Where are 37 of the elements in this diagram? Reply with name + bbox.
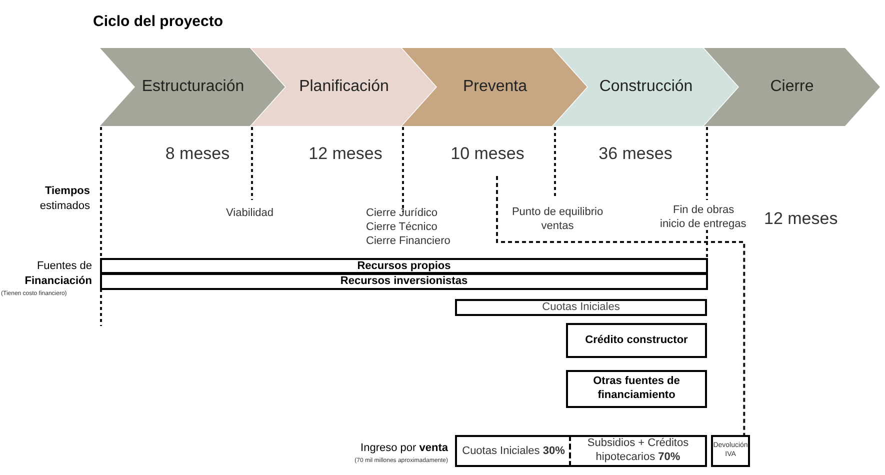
annotation-text: Cierre Técnico [366,220,438,235]
annotation-text: Fuentes de Financiación [24,259,92,289]
annotation-text: Fin de obras [673,203,734,217]
stage-label: Planificación [299,77,389,97]
box-label: Recursos propios [357,258,451,274]
funding-box [455,435,570,467]
annotation-text: inicio de entregas [660,217,746,231]
annotation-text: Punto de equilibrio ventas [510,205,604,233]
box-label: Cuotas Iniciales 30% [462,444,565,459]
funding-bar [100,273,708,290]
funding-box [569,435,707,467]
annotation-text: 10 meses [450,143,526,165]
box-label: Otras fuentes de financiamiento [592,375,681,403]
annotation-text: Cierre Jurídico [366,206,438,221]
annotation-text: 12 meses [764,208,838,230]
box-label: Recursos inversionistas [340,274,468,290]
stage-label: Construcción [599,77,693,97]
diagram-title: Ciclo del proyecto [93,12,224,32]
annotation-text: 12 meses [308,143,384,165]
funding-bar [455,299,707,316]
stage-label: Estructuración [142,77,244,97]
box-label: Crédito constructor [585,333,688,348]
funding-bar [100,258,708,274]
box-label: Cuotas Iniciales [542,300,620,316]
funding-box [566,323,707,358]
stage-label: Preventa [462,77,528,97]
annotation-text: Viabilidad [226,206,274,221]
annotation-text: Cierre Financiero [366,234,450,249]
dashed-connector [496,176,746,435]
annotation-text: Ingreso por venta [360,441,448,456]
stage-label: Cierre [770,77,814,97]
funding-box [711,435,750,467]
annotation-text: 36 meses [598,143,674,165]
box-label: Subsidios + Créditos hipotecarios 70% [586,437,690,465]
funding-box [566,370,707,408]
annotation-text: Tiempos estimados [38,184,90,214]
annotation-text: 8 meses [164,143,231,165]
